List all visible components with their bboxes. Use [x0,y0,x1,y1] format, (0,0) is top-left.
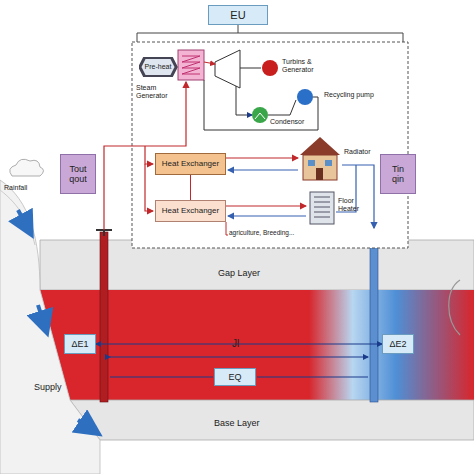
node-text: EU [230,9,245,22]
label: Gap Layer [218,268,260,278]
energy-box: EQ [214,368,256,386]
energy-box: ΔE1 [64,334,96,354]
label: Radiator [344,148,370,156]
label: Rainfall [4,184,27,192]
label: Steam Generator [136,84,180,100]
node-text: Heat Exchanger [162,159,219,168]
node-text: ΔE1 [71,339,88,349]
label: Jl [232,338,239,350]
heat-exchanger: Heat Exchanger [155,200,226,222]
energy-box: EU [208,5,268,25]
label: Turbins & Generator [282,58,338,74]
node-text: qin [392,174,404,184]
connector [190,175,191,200]
node-text: Pre-heat [145,63,172,71]
label: Base Layer [214,418,260,428]
node-text: ΔE2 [389,339,406,349]
inlet-box: Tinqin [380,154,416,194]
node-text: EQ [228,372,241,382]
node-text: Tout [69,164,86,174]
heat-exchanger: Heat Exchanger [155,153,226,175]
node-text: Tin [392,164,404,174]
preheat-hexagon: Pre-heat [139,57,177,77]
node-text: qout [69,174,87,184]
node-text: Heat Exchanger [162,206,219,215]
energy-box: ΔE2 [382,334,414,354]
label: Recycling pump [324,91,374,99]
label: Supply [34,382,62,392]
label: agriculture, Breeding... [229,229,294,236]
label: Condensor [270,118,304,126]
outlet-box: Toutqout [60,154,96,194]
label: Floor Heater [338,197,372,213]
